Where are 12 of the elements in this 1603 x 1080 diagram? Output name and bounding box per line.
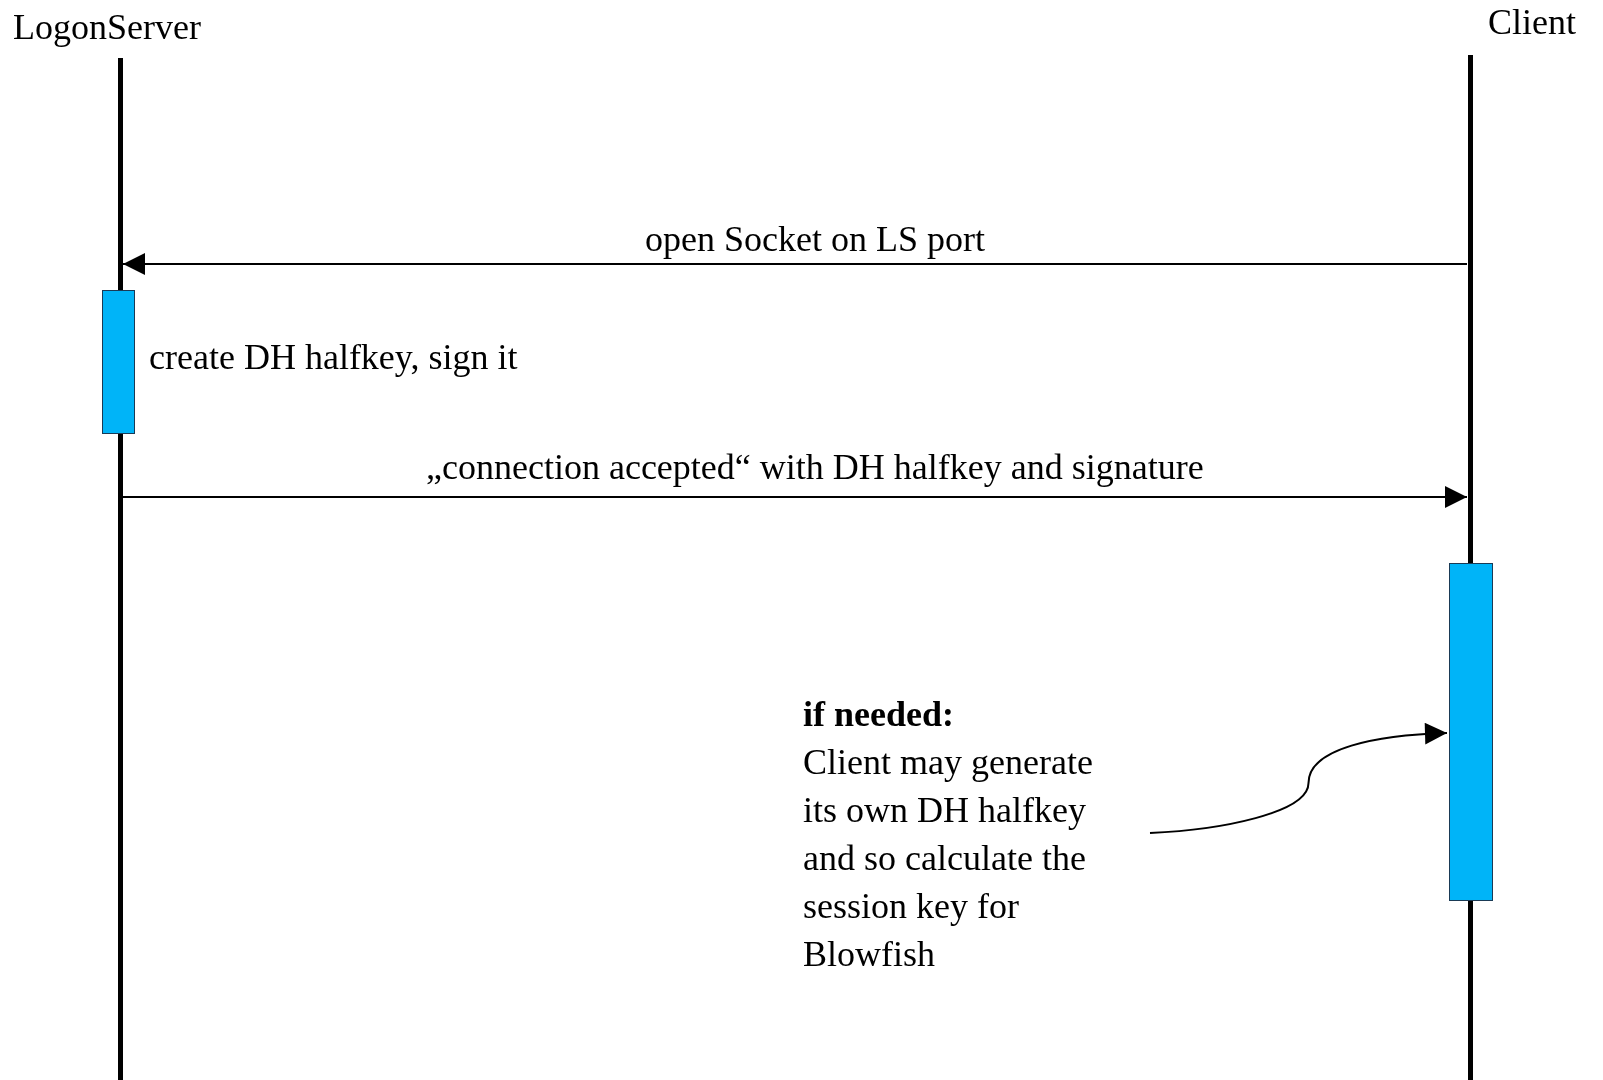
note-text: Client may generate its own DH halfkey and so calculate the session key for Blowfish xyxy=(803,741,1094,976)
participant-label: Client xyxy=(1488,1,1576,44)
message-arrow xyxy=(122,253,1468,275)
message-label: „connection accepted“ with DH halfkey and signature xyxy=(426,446,1204,489)
participant-label: LogonServer xyxy=(13,6,201,49)
note-heading: if needed: xyxy=(803,693,955,736)
activation-label: create DH halfkey, sign it xyxy=(149,336,518,379)
leader-arrow xyxy=(1149,722,1448,834)
message-label: open Socket on LS port xyxy=(645,218,985,261)
message-arrow xyxy=(122,486,1468,508)
activation-bar xyxy=(102,290,135,434)
activation-bar xyxy=(1449,563,1493,901)
